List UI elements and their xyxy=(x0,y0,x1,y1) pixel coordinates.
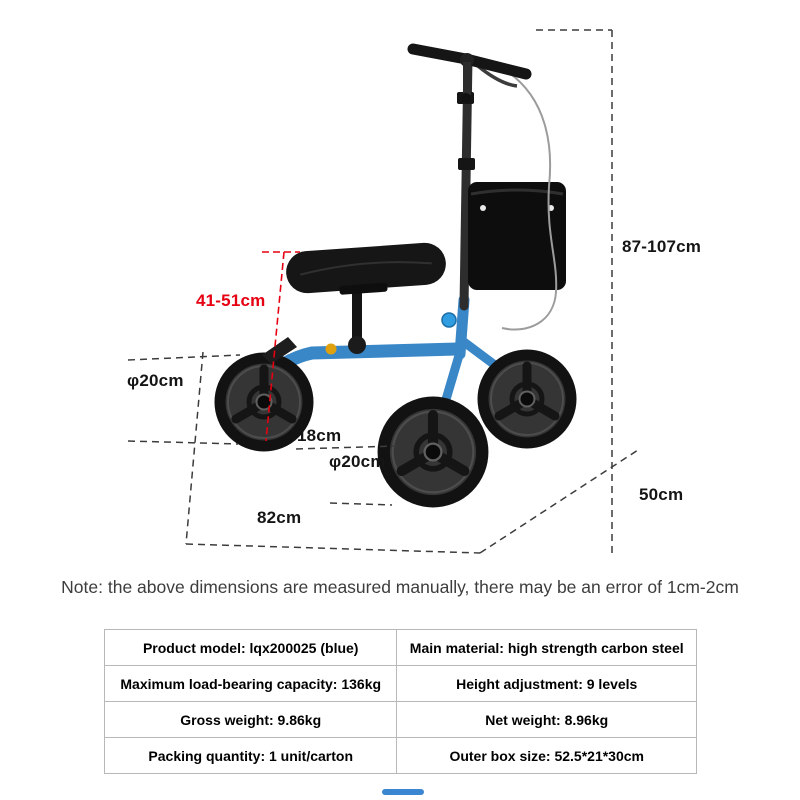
basket xyxy=(468,182,566,290)
front-far-wheel xyxy=(483,355,571,443)
spec-cell-height-adjustment: Height adjustment: 9 levels xyxy=(396,665,697,702)
product-figure: 87-107cm 41-51cm φ20cm 18cm φ20cm 50cm 8… xyxy=(127,29,702,556)
basket-rivet-left xyxy=(480,205,486,211)
spec-cell-gross-weight: Gross weight: 9.86kg xyxy=(103,701,398,738)
rear-wheel-top-line xyxy=(127,354,241,361)
rear-wheel xyxy=(220,358,308,446)
bell xyxy=(441,312,457,328)
spec-row: Product model: lqx200025 (blue) Main mat… xyxy=(103,629,697,666)
spec-cell-load-capacity: Maximum load-bearing capacity: 136kg xyxy=(103,665,398,702)
dimension-label-rear-wheel-diameter: φ20cm xyxy=(127,371,184,390)
ground-left-line xyxy=(185,351,204,545)
handlebar xyxy=(407,43,532,103)
page-indicator xyxy=(382,789,424,795)
column-collar-lower xyxy=(458,158,475,170)
dimension-label-depth: 50cm xyxy=(639,485,684,504)
right-grip xyxy=(464,54,532,80)
dimension-lines xyxy=(127,29,639,556)
length-line xyxy=(185,543,481,554)
spec-row: Packing quantity: 1 unit/carton Outer bo… xyxy=(103,737,697,774)
depth-line xyxy=(479,449,639,554)
spec-cell-net-weight: Net weight: 8.96kg xyxy=(396,701,697,738)
spec-table: Product model: lqx200025 (blue) Main mat… xyxy=(103,629,697,774)
dimension-label-front-wheel-diameter: φ20cm xyxy=(329,452,386,471)
knee-pad xyxy=(286,242,446,295)
pad-height-line xyxy=(262,251,300,442)
pad-post xyxy=(352,288,362,340)
spec-cell-product-model: Product model: lqx200025 (blue) xyxy=(103,629,398,666)
spec-cell-outer-box-size: Outer box size: 52.5*21*30cm xyxy=(396,737,697,774)
front-wheel-top-line xyxy=(295,445,397,450)
spec-cell-main-material: Main material: high strength carbon stee… xyxy=(396,629,697,666)
left-grip xyxy=(407,43,472,65)
brake-lever xyxy=(476,64,518,88)
rear-wheel-bottom-line xyxy=(127,440,239,445)
spec-row: Maximum load-bearing capacity: 136kg Hei… xyxy=(103,665,697,702)
stem-knob xyxy=(461,93,471,103)
dimension-label-overall-height: 87-107cm xyxy=(622,237,702,256)
front-near-wheel xyxy=(384,403,483,502)
spec-row: Gross weight: 9.86kg Net weight: 8.96kg xyxy=(103,701,697,738)
dimension-label-pad-height: 41-51cm xyxy=(196,291,266,310)
spec-cell-packing-quantity: Packing quantity: 1 unit/carton xyxy=(103,737,398,774)
rear-brake-pedal xyxy=(262,337,297,364)
measurement-note: Note: the above dimensions are measured … xyxy=(61,577,739,597)
knee-walker-illustration xyxy=(127,29,639,556)
brake-cable xyxy=(501,69,558,331)
pad-clamp xyxy=(348,336,366,354)
adjust-knob xyxy=(325,343,337,355)
front-wheel-bottom-line xyxy=(329,502,393,506)
dimension-label-wheel-track: 18cm xyxy=(297,426,342,445)
dimension-label-length: 82cm xyxy=(257,508,302,527)
